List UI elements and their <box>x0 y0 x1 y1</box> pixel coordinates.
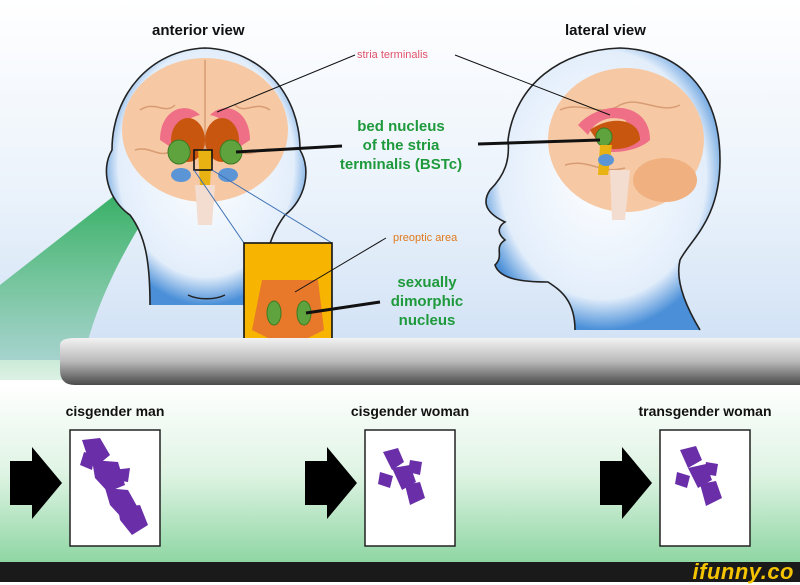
arrow-icon <box>305 447 357 519</box>
sdn-label: sexually dimorphic nucleus <box>382 273 472 330</box>
bnst-label: bed nucleus of the stria terminalis (BST… <box>336 117 466 174</box>
bnst-label-line: bed nucleus <box>357 118 445 135</box>
sdn-label-line: dimorphic <box>390 293 464 310</box>
neuron-cluster-small <box>378 448 425 505</box>
panel-title-cisgender-woman: cisgender woman <box>350 403 470 419</box>
ifunny-watermark: ifunny.co <box>692 559 794 584</box>
panel-title-cisgender-man: cisgender man <box>65 403 165 419</box>
neuron-cluster-small <box>675 446 722 506</box>
stria-terminalis-label: stria terminalis <box>357 49 428 61</box>
lateral-head <box>485 47 721 331</box>
bnst-label-line: terminalis (BSTc) <box>339 156 463 173</box>
anterior-head <box>105 47 307 306</box>
brand-bar <box>0 562 800 582</box>
panel-title-transgender-woman: transgender woman <box>638 403 772 419</box>
preoptic-area-label: preoptic area <box>393 232 458 244</box>
divider-bar <box>60 338 800 385</box>
sdn-label-line: sexually <box>397 274 457 291</box>
arrow-icon <box>600 447 652 519</box>
anterior-view-title: anterior view <box>152 22 245 39</box>
sdn-label-line: nucleus <box>398 312 456 329</box>
neuron-cluster-large <box>80 438 148 535</box>
lateral-view-title: lateral view <box>565 22 646 39</box>
bnst-label-line: of the stria <box>362 137 440 154</box>
arrow-icon <box>10 447 62 519</box>
